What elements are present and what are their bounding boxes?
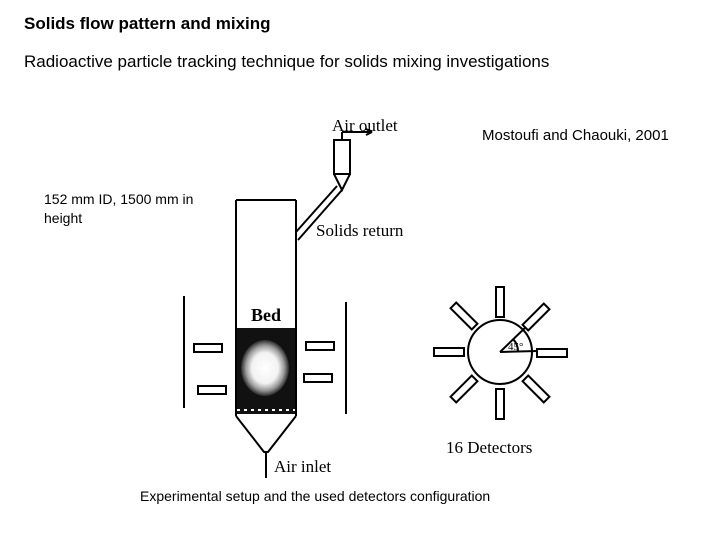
ring-detector (521, 302, 551, 332)
column-dimensions-note: 152 mm ID, 1500 mm in height (44, 191, 194, 226)
ring-detector (536, 348, 568, 358)
cyclone (333, 128, 373, 193)
fluidized-bed-column (235, 199, 297, 478)
angle-label: 45° (508, 341, 523, 353)
air-inlet-label: Air inlet (274, 457, 331, 476)
bed-label: Bed (251, 305, 281, 325)
ring-detector (433, 347, 465, 357)
detector (197, 385, 227, 395)
solids-return-label: Solids return (316, 221, 404, 240)
ring-detector (495, 286, 505, 318)
detectors-label: 16 Detectors (446, 438, 532, 457)
ring-detector (449, 374, 479, 404)
figure-caption: Experimental setup and the used detector… (140, 488, 491, 504)
citation: Mostoufi and Chaouki, 2001 (482, 127, 669, 144)
angle-arc (512, 338, 519, 353)
tracer-particle-cloud (241, 340, 289, 396)
detector (305, 341, 335, 351)
ring-detector (521, 374, 551, 404)
column-side-detectors (183, 296, 347, 414)
ring-detector (449, 301, 479, 331)
slide-title: Solids flow pattern and mixing (24, 14, 271, 33)
solids-return-line (295, 185, 343, 241)
air-outlet-label: Air outlet (332, 116, 398, 135)
slide-subtitle: Radioactive particle tracking technique … (24, 52, 550, 71)
bed-region (237, 328, 295, 414)
ring-detector (495, 388, 505, 420)
detector (303, 373, 333, 383)
detector-ring-configuration (433, 286, 568, 420)
detector (193, 343, 223, 353)
